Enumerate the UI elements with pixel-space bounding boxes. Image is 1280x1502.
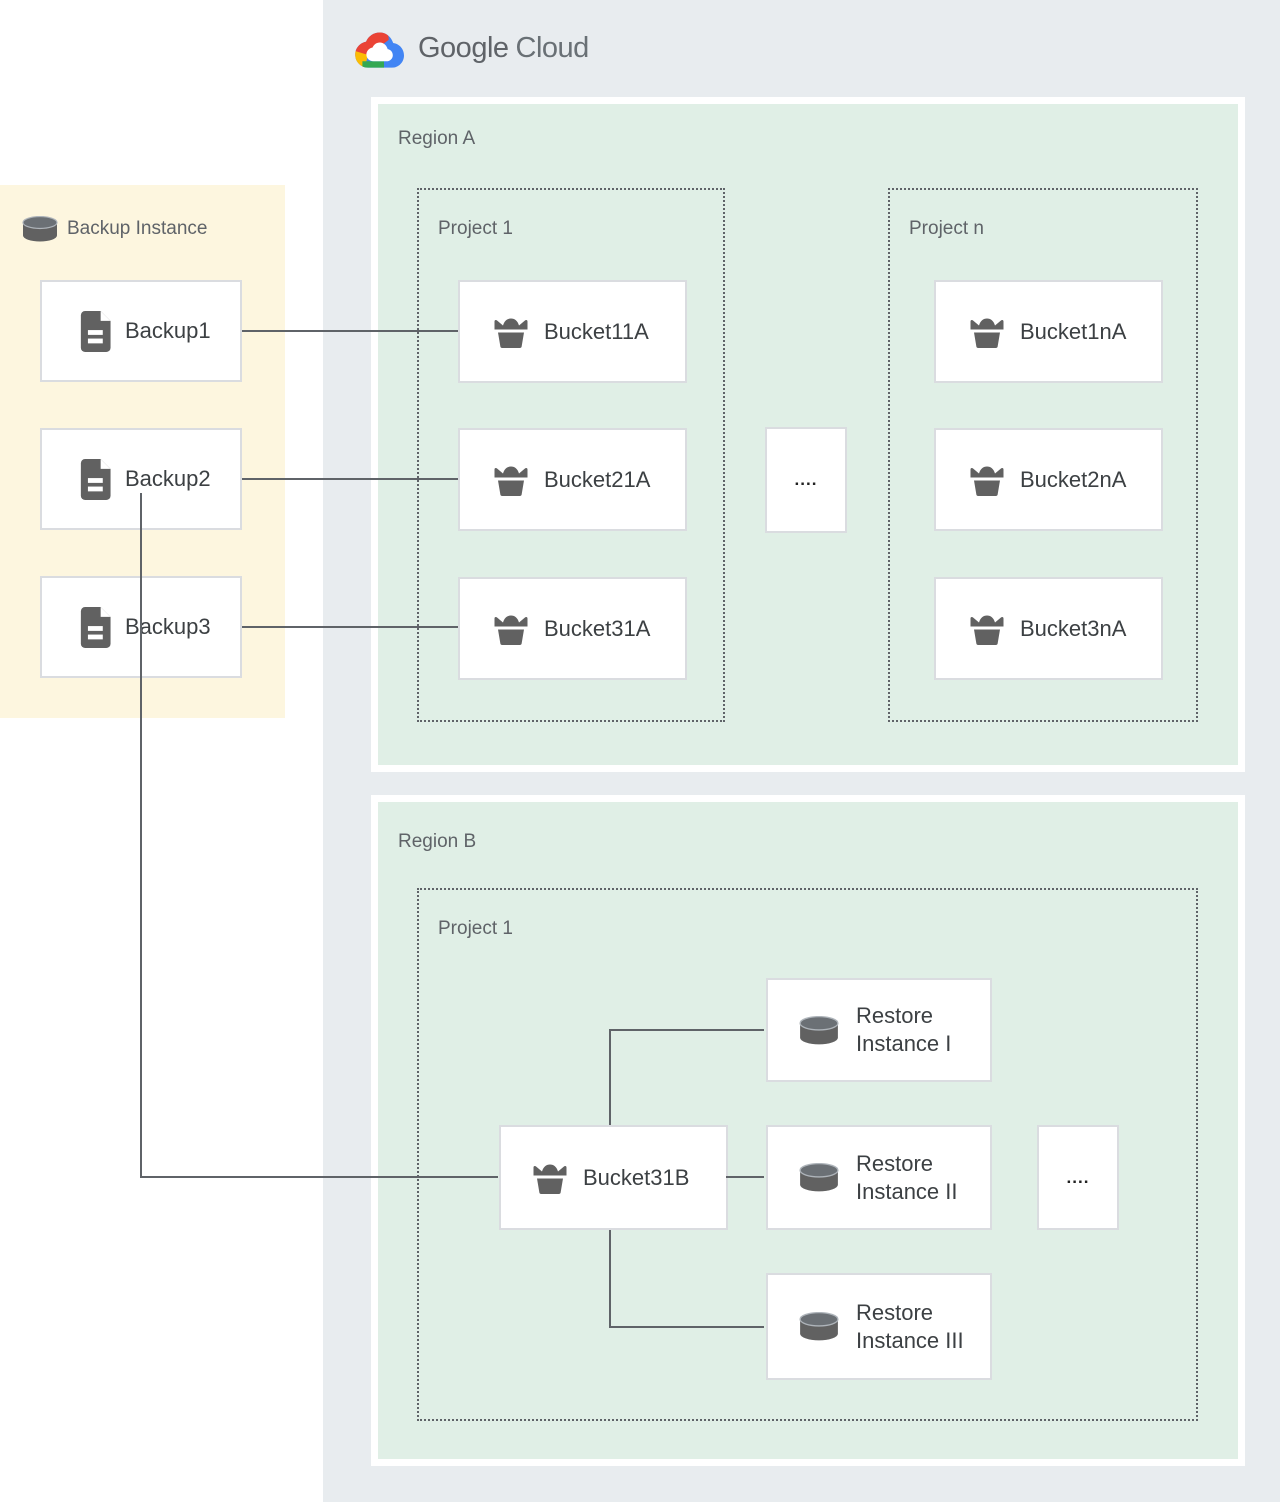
region-a-label: Region A — [398, 128, 476, 149]
database-icon — [799, 1015, 839, 1045]
database-icon — [22, 216, 58, 242]
bucket31a-label: Bucket31A — [544, 615, 651, 641]
restore-instance-1-node: Restore Instance I — [766, 978, 992, 1082]
bucket-icon — [968, 315, 1006, 349]
ellipsis-projects-node: .... — [765, 427, 847, 533]
project-1-region-a-label: Project 1 — [438, 218, 513, 239]
restore-instance-2-node: Restore Instance II — [766, 1125, 992, 1230]
project-1-region-b: Project 1 Restore Instance I Bucket31B R… — [417, 888, 1198, 1421]
region-b: Region B Project 1 Restore Instance I Bu… — [371, 795, 1245, 1466]
region-a: Region A Project 1 Bucket11A Bucket21A B… — [371, 97, 1245, 772]
bucket31a-node: Bucket31A — [458, 577, 687, 680]
bucket2na-label: Bucket2nA — [1020, 466, 1127, 492]
restore-instance-3-label: Restore Instance III — [856, 1299, 964, 1353]
database-icon — [799, 1312, 839, 1341]
project-1-region-a: Project 1 Bucket11A Bucket21A Bucket31A — [417, 188, 725, 722]
backup-instance-zone: Backup Instance Backup1 Backup2 Backup3 — [0, 185, 285, 718]
connector-bucket31b-restore3-horizontal — [609, 1326, 764, 1328]
connector-backup3-bucket31b-horizontal — [140, 1176, 498, 1178]
project-n-region-a-label: Project n — [909, 218, 984, 239]
restore-instance-1-label: Restore Instance I — [856, 1003, 952, 1056]
google-cloud-icon — [352, 26, 408, 71]
bucket11a-label: Bucket11A — [544, 318, 649, 344]
backup3-label: Backup3 — [125, 614, 211, 639]
backup-instance-header: Backup Instance — [22, 216, 207, 242]
document-icon — [78, 458, 112, 500]
ellipsis-restore-label: .... — [1066, 1167, 1090, 1187]
region-b-label: Region B — [398, 831, 477, 852]
ellipsis-projects-label: .... — [794, 470, 818, 489]
bucket3na-node: Bucket3nA — [934, 577, 1163, 680]
connector-bucket31b-restore1-horizontal — [609, 1029, 764, 1031]
database-icon — [799, 1163, 839, 1192]
restore-instance-3-node: Restore Instance III — [766, 1273, 992, 1380]
ellipsis-restore-node: .... — [1037, 1125, 1119, 1230]
bucket-icon — [531, 1161, 569, 1195]
backup1-node: Backup1 — [40, 280, 242, 382]
connector-backup1-bucket11a — [242, 330, 458, 332]
bucket-icon — [492, 463, 530, 497]
bucket3na-label: Bucket3nA — [1020, 615, 1127, 641]
document-icon — [78, 606, 112, 648]
bucket11a-node: Bucket11A — [458, 280, 687, 383]
connector-bucket31b-restore1-vertical — [609, 1029, 611, 1125]
backup1-label: Backup1 — [125, 318, 211, 343]
bucket21a-node: Bucket21A — [458, 428, 687, 531]
project-1-region-b-label: Project 1 — [438, 918, 513, 939]
bucket-icon — [492, 612, 530, 646]
connector-bucket31b-restore2 — [726, 1176, 764, 1178]
connector-backup3-bucket31a — [242, 626, 458, 628]
connector-backup2-bucket21a — [242, 478, 458, 480]
bucket-icon — [968, 463, 1006, 497]
bucket-icon — [492, 315, 530, 349]
bucket-icon — [968, 612, 1006, 646]
restore-instance-2-label: Restore Instance II — [856, 1150, 958, 1204]
bucket1na-node: Bucket1nA — [934, 280, 1163, 383]
bucket31b-node: Bucket31B — [499, 1125, 728, 1230]
backup-instance-title: Backup Instance — [67, 218, 208, 239]
bucket21a-label: Bucket21A — [544, 466, 651, 492]
bucket2na-node: Bucket2nA — [934, 428, 1163, 531]
project-n-region-a: Project n Bucket1nA Bucket2nA Bucket3nA — [888, 188, 1198, 722]
bucket1na-label: Bucket1nA — [1020, 318, 1127, 344]
bucket31b-label: Bucket31B — [583, 1164, 690, 1190]
backup2-label: Backup2 — [125, 466, 211, 491]
connector-backup3-bucket31b-vertical — [140, 493, 142, 1178]
connector-bucket31b-restore3-vertical — [609, 1230, 611, 1328]
document-icon — [78, 310, 112, 352]
